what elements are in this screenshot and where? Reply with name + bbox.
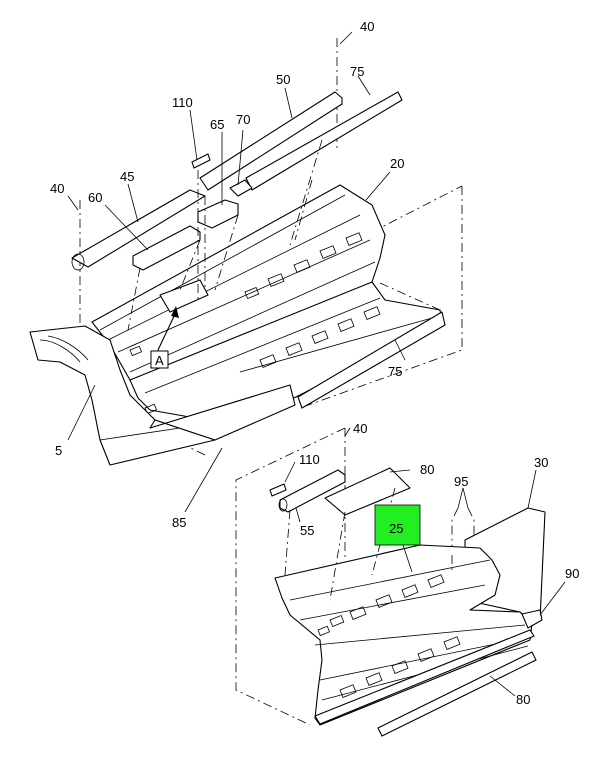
callout-75: 75 xyxy=(388,364,402,379)
callout-a: A xyxy=(155,353,164,368)
part-90 xyxy=(521,609,543,629)
callout-40: 40 xyxy=(353,421,367,436)
rail-50 xyxy=(199,91,343,191)
clip-110-upper xyxy=(191,153,211,169)
callout-75: 75 xyxy=(350,64,364,79)
callout-95: 95 xyxy=(454,474,468,489)
callout-30: 30 xyxy=(534,455,548,470)
bracket-70 xyxy=(229,179,253,197)
callout-80: 80 xyxy=(516,692,530,707)
step-strip-85 xyxy=(149,384,296,441)
end-cap-5 xyxy=(29,325,216,466)
callout-a-box: A xyxy=(150,350,169,369)
clip-110-lower xyxy=(269,483,287,497)
bracket-a xyxy=(159,279,209,313)
leader-lines-lower xyxy=(284,427,566,697)
callout-5: 5 xyxy=(55,443,62,458)
panel-holes-lower xyxy=(317,574,461,698)
arrowhead xyxy=(171,306,179,318)
step-panel-edges xyxy=(144,297,433,394)
trim-strip-80-lower xyxy=(377,651,537,737)
leader-lines-upper xyxy=(67,31,406,513)
rail-45-end xyxy=(71,253,85,271)
floor-panel-20 xyxy=(91,184,386,391)
trim-strip-80-upper xyxy=(324,467,411,516)
trim-strip-75-lower xyxy=(297,311,446,409)
phantom-line xyxy=(451,507,459,555)
assembly-lines-upper xyxy=(127,139,323,331)
callout-85: 85 xyxy=(172,515,186,530)
callout-80: 80 xyxy=(420,462,434,477)
rail-55 xyxy=(279,469,346,513)
callout-55: 55 xyxy=(300,523,314,538)
bracket-65 xyxy=(197,199,239,229)
bottom-edge xyxy=(314,629,535,725)
callout-45: 45 xyxy=(120,169,134,184)
floor-panel-25 xyxy=(274,544,533,726)
callout-110: 110 xyxy=(172,95,193,110)
callout-40: 40 xyxy=(50,181,64,196)
phantom-line xyxy=(235,427,346,726)
callout-20: 20 xyxy=(390,156,404,171)
phantom-line xyxy=(379,282,441,311)
callout-25: 25 xyxy=(389,521,403,536)
callout-60: 60 xyxy=(88,190,102,205)
callout-50: 50 xyxy=(276,72,290,87)
floor-panel-ribs xyxy=(99,194,376,373)
callout-90: 90 xyxy=(565,566,579,581)
callout-40: 40 xyxy=(360,19,374,34)
floor-panel-25-ribs xyxy=(289,559,529,701)
callout-65: 65 xyxy=(210,117,224,132)
callout-70: 70 xyxy=(236,112,250,127)
callout-110: 110 xyxy=(299,452,320,467)
phantom-line xyxy=(371,185,463,233)
callout-25-box: 25 xyxy=(374,504,421,546)
panel-holes xyxy=(129,232,381,415)
rail-55-end xyxy=(278,498,288,512)
